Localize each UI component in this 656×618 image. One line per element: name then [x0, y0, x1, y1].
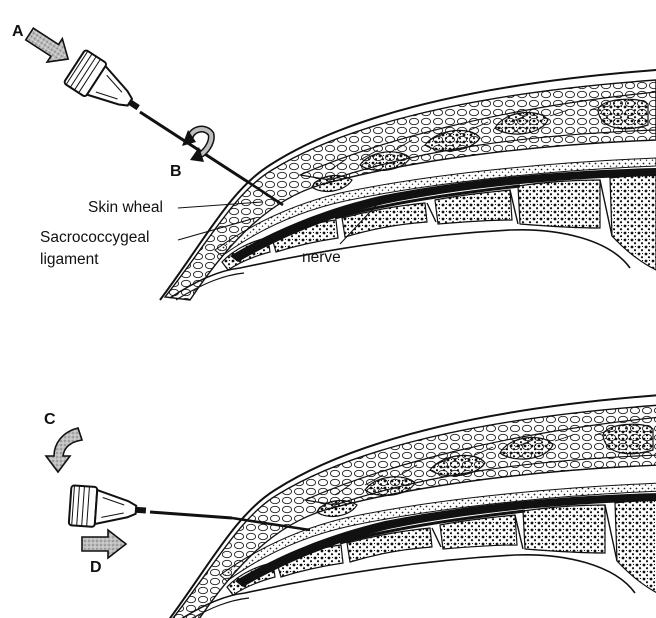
- label-nerve: nerve: [302, 250, 341, 266]
- letter-c: C: [44, 412, 56, 428]
- letter-a: A: [12, 24, 24, 40]
- panel-top-anatomy: [160, 70, 656, 300]
- panel-bottom-anatomy: [165, 395, 656, 618]
- label-sacrococcygeal: Sacrococcygeal: [40, 230, 149, 246]
- letter-b: B: [170, 164, 182, 180]
- syringe-icon: [64, 49, 150, 124]
- letter-d: D: [90, 560, 102, 576]
- needle-shaft: [140, 112, 248, 182]
- arrow-a-icon: [22, 22, 76, 71]
- needle-shaft-lowered: [150, 512, 232, 518]
- arrow-d-icon: [82, 530, 126, 558]
- label-skin-wheal: Skin wheal: [88, 200, 163, 216]
- label-ligament: ligament: [40, 252, 99, 268]
- arrow-c-icon: [46, 428, 82, 472]
- syringe-icon-lowered: [69, 485, 148, 530]
